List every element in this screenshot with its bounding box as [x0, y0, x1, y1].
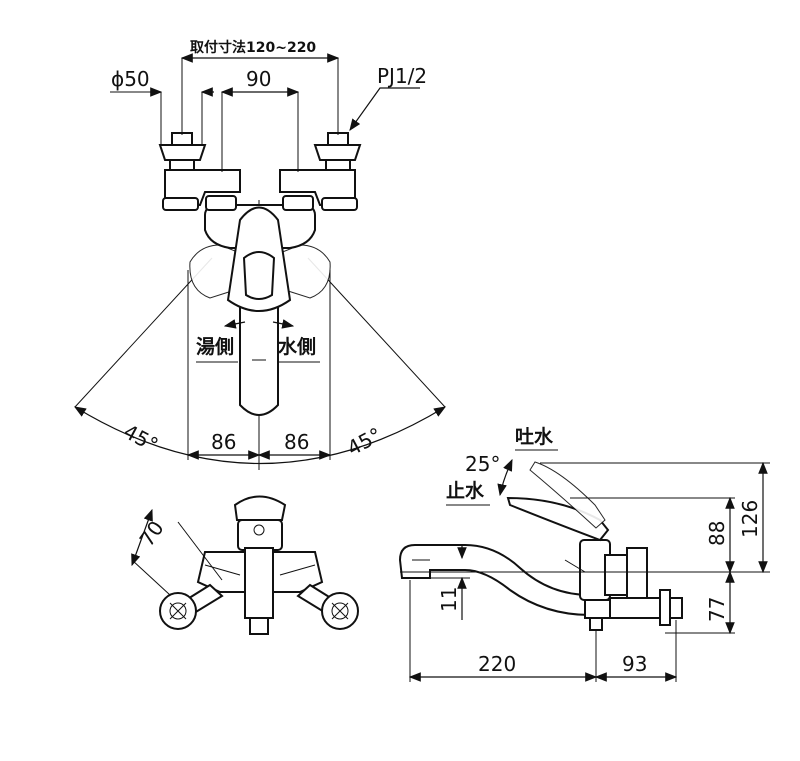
right-eccentric-leg — [279, 132, 362, 211]
side-view: 吐水 25° 止水 88 126 11 77 220 93 — [398, 426, 770, 682]
hot-side-label: 湯側 — [196, 336, 234, 358]
dim-11-label: 11 — [437, 587, 461, 612]
rotation-arc — [73, 406, 447, 464]
offset-right-label: 86 — [284, 430, 309, 454]
spout-side — [398, 544, 591, 617]
thread-label: PJ1/2 — [377, 64, 427, 88]
dim-220-label: 220 — [478, 652, 516, 676]
lever-side-ghost — [529, 461, 606, 529]
cold-side-label: 水側 — [278, 336, 316, 358]
dim-93-label: 93 — [622, 652, 647, 676]
front-view: 70 — [131, 495, 359, 635]
dim-88-label: 88 — [705, 521, 729, 546]
phi-label: ϕ50 — [111, 67, 150, 91]
left-eccentric-leg — [158, 132, 241, 211]
angle-25-label: 25° — [465, 452, 500, 476]
top-view: 取付寸法120~220 ϕ50 90 PJ1/2 湯側 水側 45° 45° 8… — [73, 39, 447, 470]
offset-left-label: 86 — [211, 430, 236, 454]
dim-126-label: 126 — [738, 500, 762, 538]
lever-side — [506, 496, 610, 542]
outlet-label: 吐水 — [515, 426, 554, 448]
stop-label: 止水 — [446, 480, 485, 502]
angle-left-label: 45° — [120, 419, 163, 457]
dim-77-label: 77 — [705, 597, 729, 622]
mount-span-label: 取付寸法120~220 — [190, 39, 316, 56]
angle-right-label: 45° — [343, 423, 386, 461]
center-90-label: 90 — [246, 67, 271, 91]
